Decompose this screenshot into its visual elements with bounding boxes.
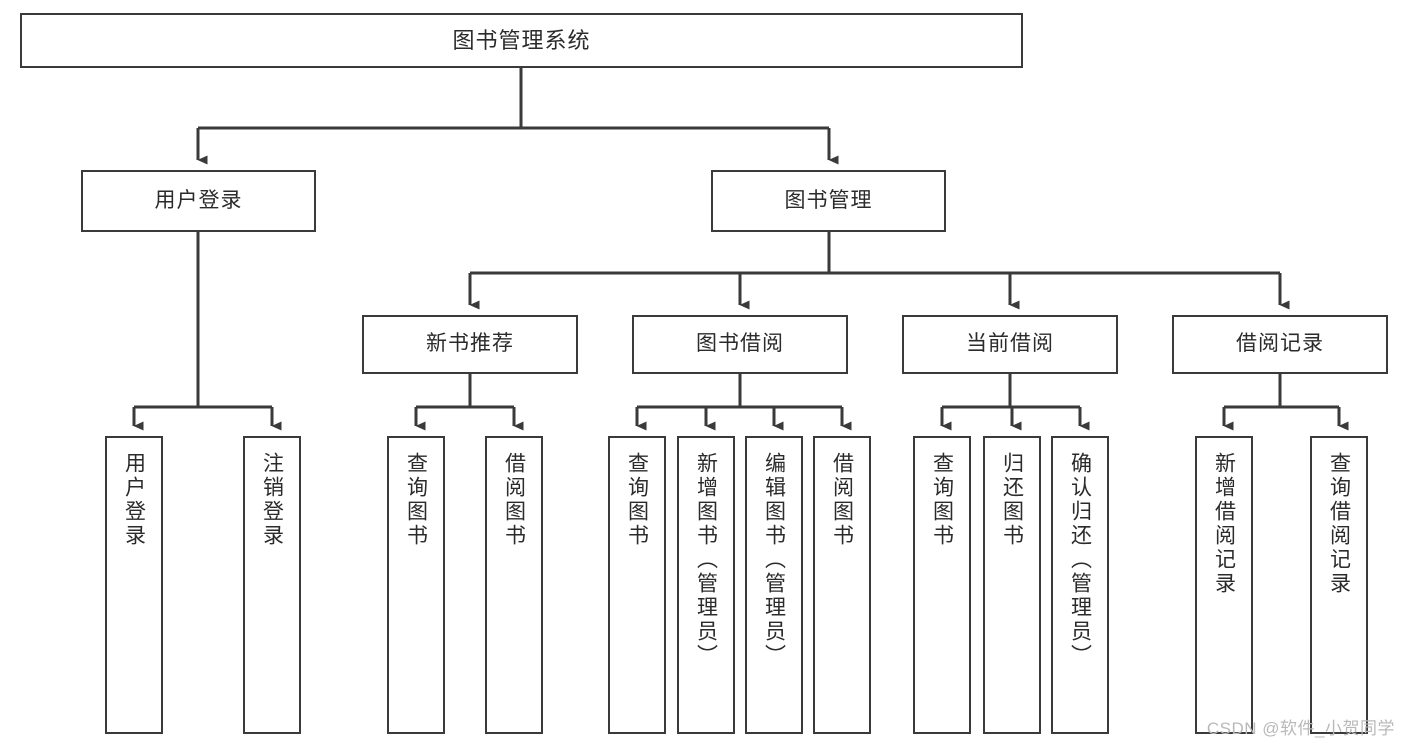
- leaf-confirm-return-admin-label: 确认归还（管理员）: [1068, 452, 1092, 668]
- leaf-add-book-admin-label: 新增图书（管理员）: [694, 452, 718, 668]
- leaf-query-book-borrow-label: 查询图书: [625, 452, 649, 548]
- leaf-edit-book-admin-label: 编辑图书（管理员）: [762, 452, 786, 668]
- node-current-borrow[interactable]: 当前借阅: [902, 315, 1118, 374]
- node-book-manage[interactable]: 图书管理: [711, 170, 946, 232]
- leaf-edit-book-admin[interactable]: 编辑图书（管理员）: [745, 436, 803, 734]
- leaf-borrow-book-borrow-label: 借阅图书: [830, 452, 854, 548]
- leaf-query-borrow-record[interactable]: 查询借阅记录: [1310, 436, 1368, 734]
- leaf-borrow-book-recommend-label: 借阅图书: [502, 452, 526, 548]
- node-root-system-label: 图书管理系统: [452, 27, 591, 53]
- node-book-borrow-label: 图书借阅: [696, 332, 784, 356]
- node-borrow-record-label: 借阅记录: [1236, 332, 1324, 356]
- node-user-login-label: 用户登录: [154, 188, 243, 212]
- node-borrow-record[interactable]: 借阅记录: [1172, 315, 1388, 374]
- leaf-return-book[interactable]: 归还图书: [983, 436, 1041, 734]
- leaf-borrow-book-borrow[interactable]: 借阅图书: [813, 436, 871, 734]
- node-current-borrow-label: 当前借阅: [966, 332, 1054, 356]
- node-user-login[interactable]: 用户登录: [81, 170, 316, 232]
- node-book-manage-label: 图书管理: [784, 188, 873, 212]
- node-book-borrow[interactable]: 图书借阅: [632, 315, 848, 374]
- node-root-system[interactable]: 图书管理系统: [20, 13, 1023, 68]
- leaf-logout-login[interactable]: 注销登录: [243, 436, 301, 734]
- leaf-user-login-label: 用户登录: [122, 452, 146, 548]
- leaf-add-borrow-record-label: 新增借阅记录: [1212, 452, 1236, 596]
- leaf-confirm-return-admin[interactable]: 确认归还（管理员）: [1051, 436, 1109, 734]
- leaf-return-book-label: 归还图书: [1000, 452, 1024, 548]
- leaf-query-book-current[interactable]: 查询图书: [913, 436, 971, 734]
- node-new-book-recommend-label: 新书推荐: [426, 332, 514, 356]
- leaf-borrow-book-recommend[interactable]: 借阅图书: [485, 436, 543, 734]
- node-new-book-recommend[interactable]: 新书推荐: [362, 315, 578, 374]
- leaf-add-book-admin[interactable]: 新增图书（管理员）: [677, 436, 735, 734]
- leaf-query-book-borrow[interactable]: 查询图书: [608, 436, 666, 734]
- leaf-query-book-recommend-label: 查询图书: [404, 452, 428, 548]
- leaf-query-book-recommend[interactable]: 查询图书: [387, 436, 445, 734]
- leaf-query-borrow-record-label: 查询借阅记录: [1327, 452, 1351, 596]
- leaf-logout-login-label: 注销登录: [260, 452, 284, 548]
- leaf-user-login[interactable]: 用户登录: [105, 436, 163, 734]
- leaf-add-borrow-record[interactable]: 新增借阅记录: [1195, 436, 1253, 734]
- leaf-query-book-current-label: 查询图书: [930, 452, 954, 548]
